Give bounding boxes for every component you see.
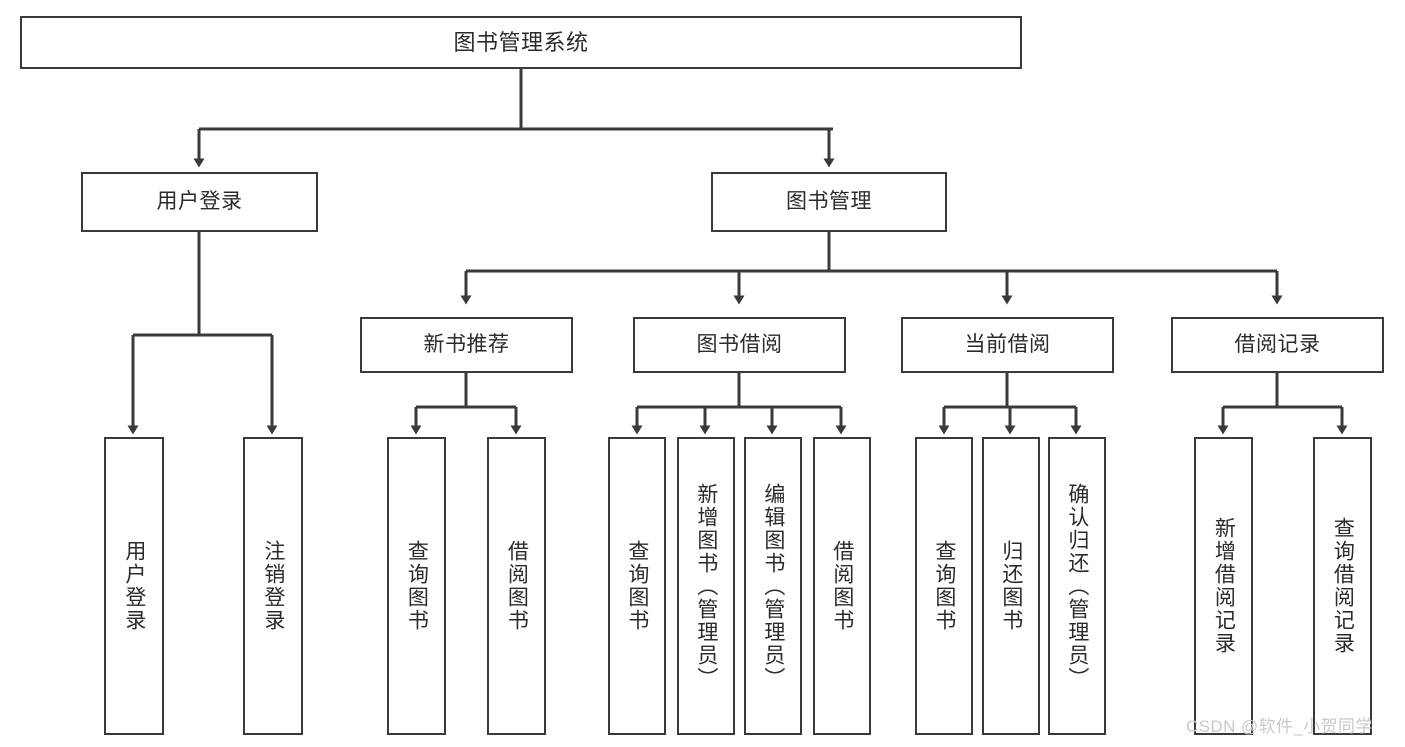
node-leaf-borrow-book-newbook[interactable]: 借阅图书 — [487, 437, 546, 735]
node-label: 注销登录 — [261, 540, 285, 632]
node-borrow-record[interactable]: 借阅记录 — [1171, 317, 1384, 373]
node-label: 用户登录 — [156, 189, 243, 213]
node-user-login[interactable]: 用户登录 — [81, 172, 318, 232]
node-label: 用户登录 — [122, 540, 146, 632]
node-label: 查询图书 — [932, 540, 956, 632]
node-label: 查询借阅记录 — [1331, 517, 1355, 655]
node-book-management[interactable]: 图书管理 — [711, 172, 947, 232]
node-label: 借阅图书 — [505, 540, 529, 632]
node-leaf-query-book-current[interactable]: 查询图书 — [915, 437, 973, 735]
node-leaf-query-book-newbook[interactable]: 查询图书 — [387, 437, 446, 735]
node-new-book-recommend[interactable]: 新书推荐 — [360, 317, 573, 373]
node-label: 借阅图书 — [830, 540, 854, 632]
node-root-book-management-system[interactable]: 图书管理系统 — [20, 16, 1022, 69]
node-leaf-add-borrow-record[interactable]: 新增借阅记录 — [1194, 437, 1253, 735]
node-label: 编辑图书（管理员） — [761, 482, 785, 690]
watermark: CSDN @软件_小贺同学 — [1186, 717, 1373, 736]
node-leaf-add-book-admin[interactable]: 新增图书（管理员） — [677, 437, 735, 735]
node-leaf-query-borrow-record[interactable]: 查询借阅记录 — [1313, 437, 1372, 735]
node-label: 新增借阅记录 — [1212, 517, 1236, 655]
node-label: 新增图书（管理员） — [694, 482, 718, 690]
node-label: 借阅记录 — [1234, 332, 1321, 356]
node-label: 图书管理系统 — [453, 29, 589, 55]
node-label: 归还图书 — [999, 540, 1023, 632]
node-leaf-return-book[interactable]: 归还图书 — [982, 437, 1040, 735]
node-book-borrow[interactable]: 图书借阅 — [633, 317, 846, 373]
node-leaf-edit-book-admin[interactable]: 编辑图书（管理员） — [744, 437, 802, 735]
node-label: 图书借阅 — [696, 332, 783, 356]
node-leaf-query-book-borrow[interactable]: 查询图书 — [608, 437, 666, 735]
node-label: 确认归还（管理员） — [1065, 482, 1089, 690]
node-leaf-user-login[interactable]: 用户登录 — [104, 437, 164, 735]
node-label: 图书管理 — [786, 189, 872, 213]
node-current-borrow[interactable]: 当前借阅 — [901, 317, 1114, 373]
node-label: 查询图书 — [625, 540, 649, 632]
node-leaf-user-logout[interactable]: 注销登录 — [243, 437, 303, 735]
node-label: 当前借阅 — [964, 332, 1051, 356]
node-label: 新书推荐 — [423, 332, 510, 356]
node-leaf-confirm-return-admin[interactable]: 确认归还（管理员） — [1048, 437, 1106, 735]
node-leaf-borrow-book-borrow[interactable]: 借阅图书 — [813, 437, 871, 735]
node-label: 查询图书 — [405, 540, 429, 632]
